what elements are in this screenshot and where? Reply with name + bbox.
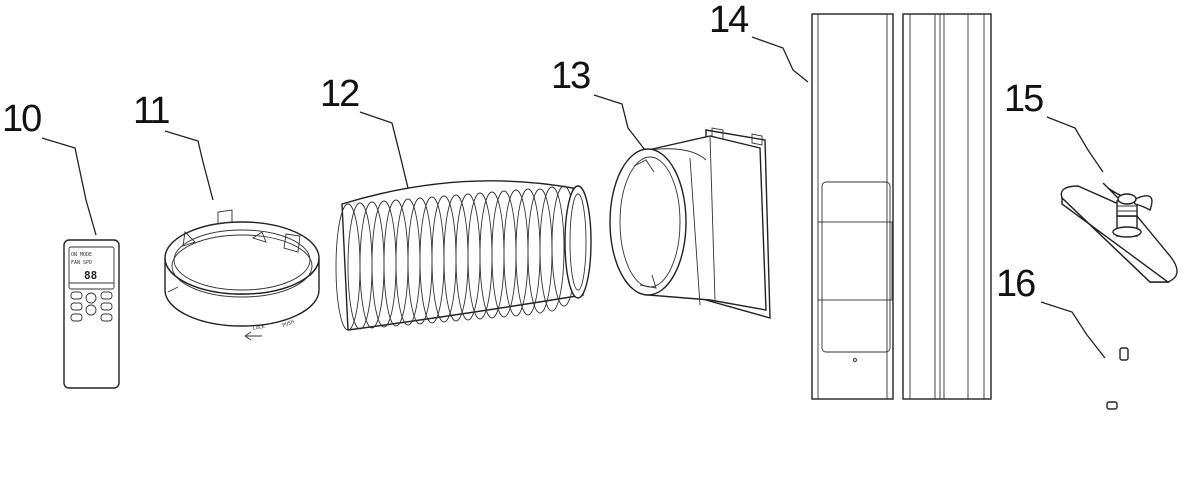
window-panel-icon [811,13,992,400]
part-number-10: 10 [2,98,41,140]
leader-line-16 [1040,301,1106,359]
leader-line-10 [41,137,97,236]
wing-bolt-bracket-icon [1060,182,1178,283]
part-label-13: 13 [551,55,646,151]
part-number-13: 13 [551,55,590,97]
part-number-11: 11 [133,90,169,132]
svg-text:ON MODE: ON MODE [71,252,92,258]
part-label-10: 10 [2,98,97,236]
leader-line-15 [1046,116,1104,173]
part-label-15: 15 [1004,78,1104,173]
svg-text:FAN SPD: FAN SPD [71,260,92,266]
hose-ring-icon: PUSH LOCK [164,209,320,341]
part-label-16: 16 [996,263,1106,359]
remote-control-icon: ON MODE FAN SPD 88 [63,239,120,389]
drain-tube-icon [1065,347,1130,467]
window-adapter-icon [609,127,771,319]
part-number-16: 16 [996,263,1035,305]
part-label-11: 11 [133,90,214,201]
part-number-12: 12 [320,73,359,115]
svg-text:PUSH: PUSH [282,319,295,329]
flexible-hose-icon [335,180,592,331]
svg-text:LOCK: LOCK [252,324,265,332]
part-label-14: 14 [709,0,809,83]
part-label-12: 12 [320,73,409,189]
remote-display-text: 88 [84,269,97,282]
part-number-14: 14 [709,0,749,41]
part-number-15: 15 [1004,78,1043,120]
leader-line-14 [751,36,809,83]
leader-line-13 [593,94,646,151]
leader-line-11 [164,130,214,201]
leader-line-12 [359,111,409,189]
